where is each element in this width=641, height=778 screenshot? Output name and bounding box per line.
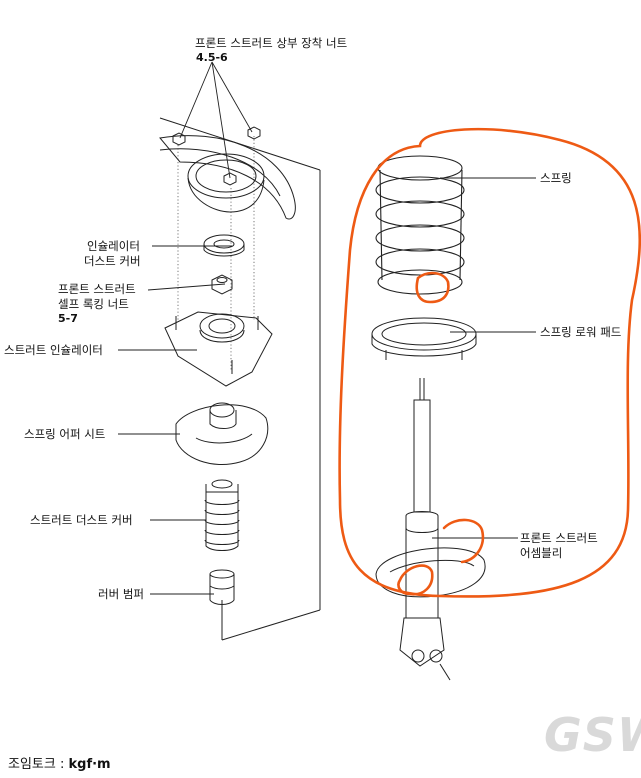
label-insulator-dust-cover-2: 더스트 커버 (84, 254, 141, 268)
label-self-locking-nut-2: 셀프 록킹 너트 (58, 297, 129, 311)
spring-upper-seat-part (175, 402, 269, 466)
label-self-locking-nut-torque: 5-7 (58, 312, 78, 325)
label-strut-assembly-1: 프론트 스트러트 (520, 531, 598, 545)
torque-unit-note: 조임토크 : kgf·m (8, 753, 111, 772)
highlight-marks (338, 127, 641, 598)
strut-insulator-part (164, 311, 273, 387)
label-spring: 스프링 (540, 171, 572, 185)
insulator-dust-cover-part (203, 234, 245, 257)
self-locking-nut-part (211, 274, 233, 295)
torque-unit-prefix: 조임토크 : (8, 757, 69, 772)
label-top-mount-nut: 프론트 스트러트 상부 장착 너트 (195, 36, 348, 50)
strut-assembly-part (375, 378, 486, 681)
rubber-bumper-part (209, 569, 235, 605)
torque-unit: kgf·m (68, 757, 111, 772)
spring-lower-pad-part (371, 317, 477, 360)
leader-lines (118, 61, 536, 595)
label-strut-insulator: 스트러트 인슐레이터 (4, 343, 103, 357)
label-strut-dust-cover: 스트러트 더스트 커버 (30, 513, 133, 527)
label-spring-lower-pad: 스프링 로워 패드 (540, 325, 622, 339)
strut-tower-dome (187, 153, 265, 213)
coil-spring-part (375, 155, 465, 295)
label-spring-upper-seat: 스프링 어퍼 시트 (24, 427, 106, 441)
label-top-mount-nut-torque: 4.5-6 (196, 51, 228, 64)
assembly-axes (177, 136, 255, 370)
top-nuts (172, 126, 261, 186)
gsw-logo: GSW (544, 708, 641, 762)
label-rubber-bumper: 러버 범퍼 (98, 587, 144, 601)
label-insulator-dust-cover-1: 인슐레이터 (87, 239, 140, 253)
label-strut-assembly-2: 어셈블리 (520, 546, 563, 560)
body-mount-panel (159, 135, 296, 220)
label-self-locking-nut-1: 프론트 스트러트 (58, 282, 136, 296)
strut-dust-cover-part (204, 479, 240, 551)
